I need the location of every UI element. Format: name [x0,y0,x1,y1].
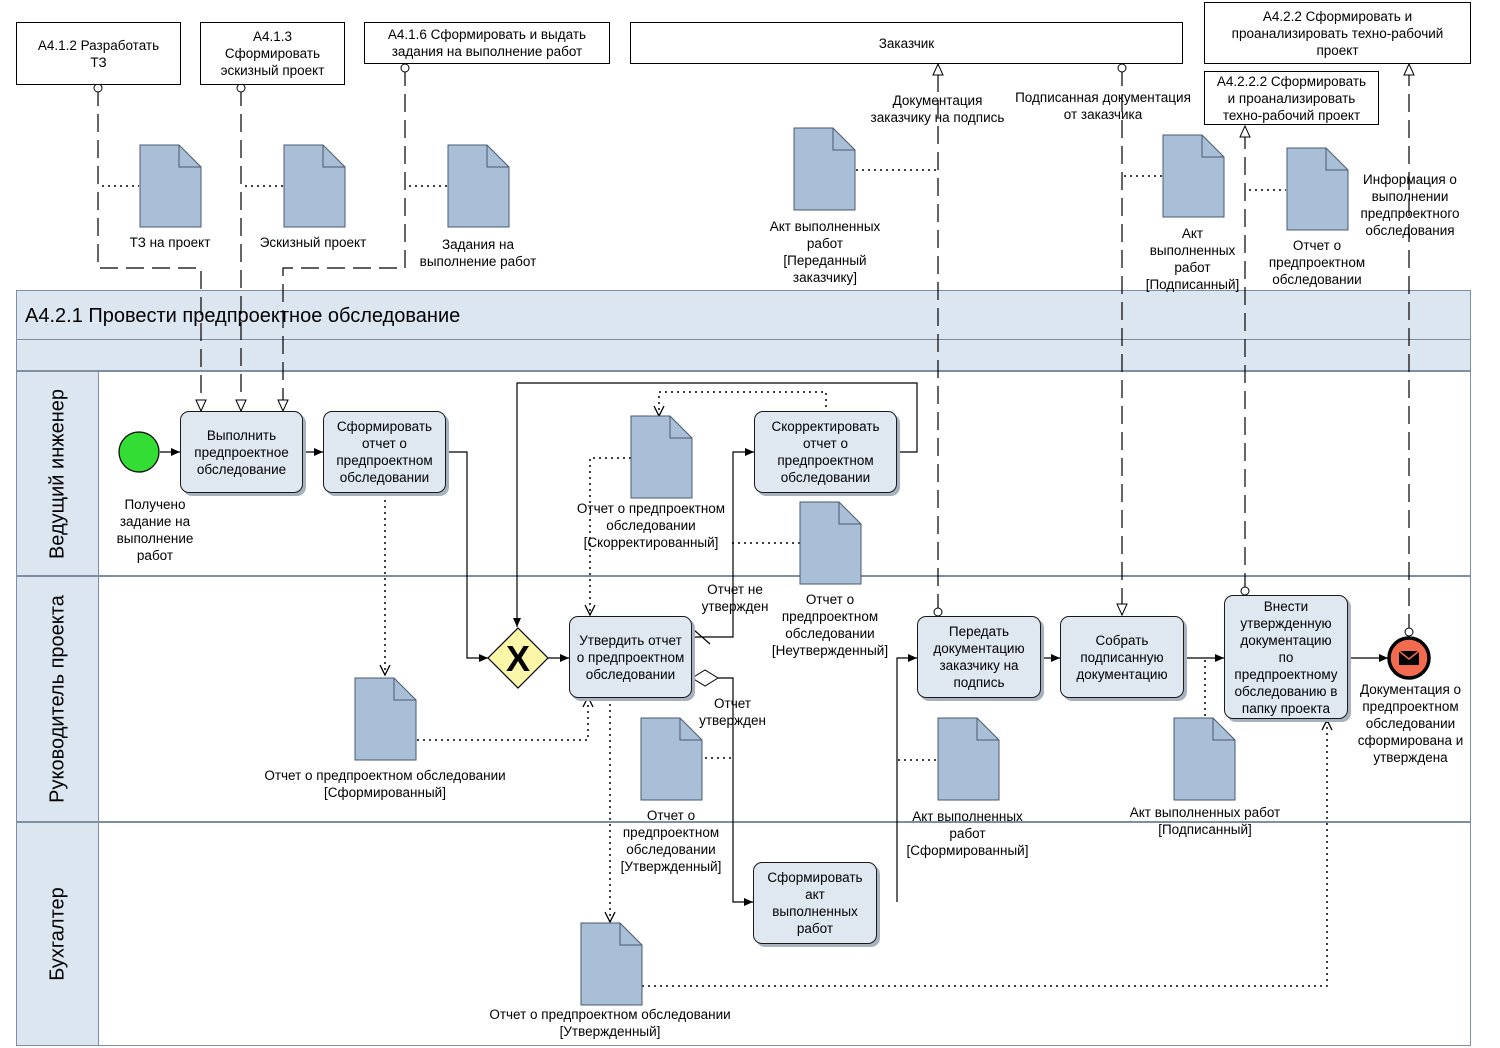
task-add-docs[interactable]: Внести утвержденную документацию по пред… [1224,595,1348,719]
task-pass-docs-label: Передать документацию заказчику на подпи… [933,624,1025,690]
pool-header-band [16,340,1471,371]
end-event-label: Документация о предпроектном обследовани… [1357,682,1464,765]
seq-correct-gateway [513,382,918,627]
lane-header-project-manager: Руководитель проекта [16,576,99,822]
end-event [1387,636,1431,680]
task-form-act[interactable]: Сформировать акт выполненных работ [753,862,877,944]
seq-act-pass [896,654,917,902]
start-event-label: Получено задание на выполнение работ [116,497,194,563]
documents-layer [139,127,1349,1006]
doc-label-report-unapproved: Отчет о предпроектном обследовании [Неут… [771,592,889,658]
task-form-report-label: Сформировать отчет о предпроектном обсле… [336,419,433,485]
doc-label-sketch: Эскизный проект [259,235,367,250]
task-perform-survey[interactable]: Выполнить предпроектное обследование [180,411,303,493]
doc-tasks-icon [447,144,510,228]
exclusive-gateway: X [487,627,549,689]
gateway-symbol: X [506,638,530,679]
message-flows [93,62,1415,637]
task-form-act-label: Сформировать акт выполненных работ [767,870,863,936]
external-a416-label: A4.1.6 Сформировать и выдать задания на … [387,27,587,59]
doc-report-approved-mid-icon [640,717,703,801]
external-a413[interactable]: A4.1.3 Сформировать эскизный проект [200,22,345,85]
doc-tz-icon [139,144,202,228]
label-signed-from-customer: Подписанная документация от заказчика [1015,90,1191,122]
label-not-approved: Отчет не утвержден [701,582,769,614]
seq-approved [718,677,753,906]
external-a412[interactable]: A4.1.2 Разработать ТЗ [16,22,181,85]
external-customer-label: Заказчик [878,35,935,51]
external-a413-label: A4.1.3 Сформировать эскизный проект [220,29,325,78]
label-info-pre: Информация о выполнении предпроектного о… [1360,172,1460,238]
sequence-flows [160,382,1388,906]
task-correct-report-label: Скорректировать отчет о предпроектном об… [771,419,880,485]
doc-label-tz: ТЗ на проект [129,235,211,250]
task-add-docs-label: Внести утвержденную документацию по пред… [1234,598,1338,716]
doc-label-tasks: Задания на выполнение работ [419,237,537,269]
doc-act-passed-icon [793,127,856,211]
assoc-report-corrected-in [584,457,631,617]
external-a4222-label: A4.2.2.2 Сформировать и проанализировать… [1216,73,1367,123]
doc-label-report-approved-bottom: Отчет о предпроектном обследовании [Утве… [489,1007,731,1039]
doc-label-report-corrected: Отчет о предпроектном обследовании [Скор… [576,501,726,550]
external-a4222[interactable]: A4.2.2.2 Сформировать и проанализировать… [1204,71,1379,125]
doc-label-act-signed-top: Акт выполненных работ [Подписанный] [1145,226,1240,292]
external-a422-label: A4.2.2 Сформировать и проанализировать т… [1231,8,1444,58]
msg-flow-tasks [277,63,410,413]
start-event [118,431,160,473]
assoc-report-approved-bottom [642,718,1333,987]
assoc-report-corrected-out [653,391,827,418]
task-collect-signed[interactable]: Собрать подписанную документацию [1060,616,1184,698]
default-flow-slash [693,629,711,645]
doc-label-act-signed-mid: Акт выполненных работ [Подписанный] [1129,805,1281,837]
label-doc-to-customer: Документация заказчику на подпись [870,93,1005,125]
seq-not-approved [692,448,754,638]
task-correct-report[interactable]: Скорректировать отчет о предпроектном об… [754,411,897,493]
doc-label-report-approved-mid: Отчет о предпроектном обследовании [Утве… [620,808,722,874]
external-a416[interactable]: A4.1.6 Сформировать и выдать задания на … [364,22,610,64]
lane-header-accountant: Бухгалтер [16,822,99,1046]
doc-report-formed-icon [354,677,417,761]
task-collect-signed-label: Собрать подписанную документацию [1076,632,1168,682]
msg-flow-tz [93,83,207,413]
doc-report-corrected-icon [630,415,693,499]
external-a422[interactable]: A4.2.2 Сформировать и проанализировать т… [1204,2,1471,64]
doc-label-report-formed: Отчет о предпроектном обследовании [Сфор… [264,768,506,800]
doc-label-act-formed: Акт выполненных работ [Сформированный] [906,809,1029,858]
external-a412-label: A4.1.2 Разработать ТЗ [37,37,160,70]
task-pass-docs[interactable]: Передать документацию заказчику на подпи… [917,616,1041,698]
doc-report-unapproved-icon [799,501,862,585]
task-form-report[interactable]: Сформировать отчет о предпроектном обсле… [323,411,446,493]
doc-report-approved-bottom-icon [580,922,643,1006]
doc-act-formed-icon [937,717,1000,801]
doc-label-act-passed: Акт выполненных работ [Переданный заказч… [769,219,881,285]
external-customer[interactable]: Заказчик [630,22,1183,64]
lane-header-lead-engineer: Ведущий инженер [16,371,99,576]
doc-report-top-icon [1286,147,1349,231]
seq-form-gateway [446,451,488,662]
doc-act-signed-mid-icon [1173,717,1236,801]
doc-act-signed-top-icon [1162,134,1225,218]
assoc-report-formed-in [417,695,594,741]
doc-label-report-top: Отчет о предпроектном обследовании [1268,238,1366,287]
task-approve-report-label: Утвердить отчет о предпроектном обследов… [576,632,685,682]
task-approve-report[interactable]: Утвердить отчет о предпроектном обследов… [569,616,692,698]
conditional-flow-diamond [691,669,719,687]
label-approved: Отчет утвержден [699,696,766,728]
doc-sketch-icon [283,144,346,228]
associations [102,169,1333,987]
task-perform-survey-label: Выполнить предпроектное обследование [194,427,289,477]
